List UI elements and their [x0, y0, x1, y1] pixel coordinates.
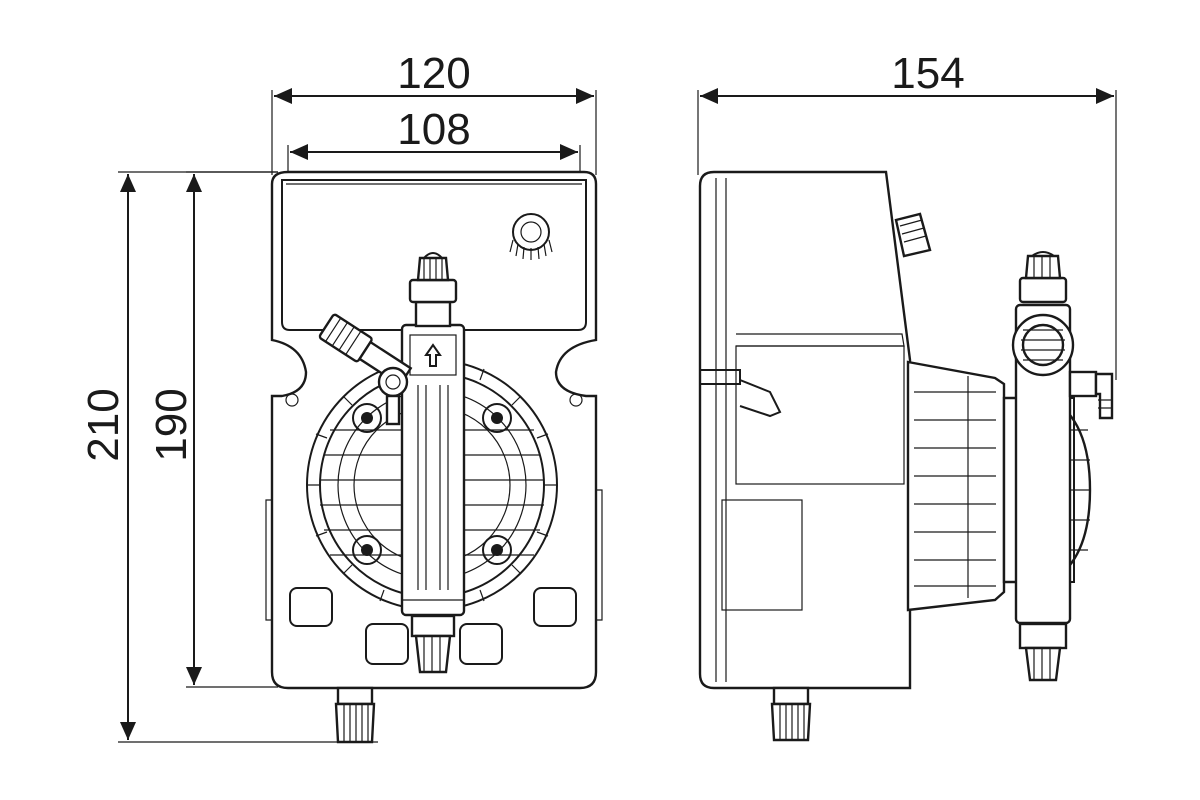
dimension-154: 154	[697, 49, 1117, 380]
pump-side-view	[698, 170, 1114, 742]
dimension-120: 120	[271, 49, 597, 175]
suction-fitting-side	[1018, 622, 1068, 682]
dimension-label-190: 190	[147, 388, 196, 461]
dimension-label-210: 210	[79, 388, 128, 461]
bleed-valve	[377, 366, 409, 426]
valve-body-side	[1011, 303, 1114, 625]
front-button-bottom-right	[459, 623, 503, 665]
head-adapter	[906, 360, 1006, 612]
side-knob-icon	[894, 212, 932, 258]
dimension-label-154: 154	[891, 49, 964, 98]
adjustment-knob-icon	[509, 213, 553, 260]
dimension-label-120: 120	[397, 49, 470, 98]
dimension-190: 190	[147, 171, 278, 688]
dimension-108: 108	[287, 105, 581, 180]
front-button-right	[533, 587, 577, 627]
suction-fitting	[410, 614, 456, 674]
cable-gland-front	[334, 686, 376, 744]
cable-gland-side	[770, 686, 812, 742]
discharge-fitting-side	[1018, 251, 1068, 304]
pump-front-view	[265, 170, 603, 744]
front-button-left	[289, 587, 333, 627]
front-button-bottom-left	[365, 623, 409, 665]
dimension-210: 210	[79, 171, 378, 743]
discharge-fitting	[408, 252, 458, 328]
dimension-label-108: 108	[397, 105, 470, 154]
